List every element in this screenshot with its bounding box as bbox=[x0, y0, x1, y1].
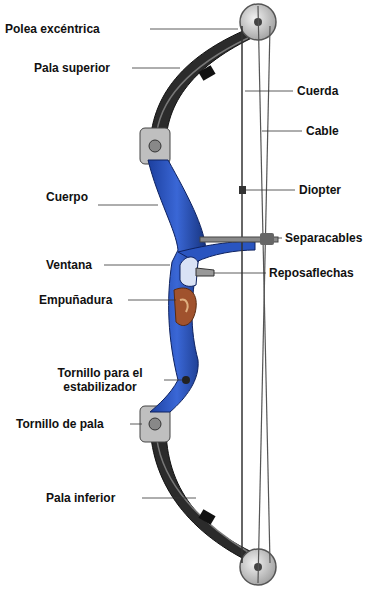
part-label: Diopter bbox=[298, 183, 342, 197]
part-label: Separacables bbox=[284, 231, 363, 245]
part-label: Pala superior bbox=[33, 61, 111, 75]
part-label: Pala inferior bbox=[45, 491, 116, 505]
part-label: Cuerda bbox=[296, 84, 339, 98]
part-label: Ventana bbox=[45, 258, 93, 272]
part-label: Tornillo de pala bbox=[15, 417, 105, 431]
part-label: Cuerpo bbox=[45, 190, 89, 204]
part-label: Reposaflechas bbox=[268, 266, 355, 280]
part-label: Cable bbox=[305, 124, 340, 138]
part-label: Empuñadura bbox=[38, 293, 113, 307]
part-label: Tornillo para el estabilizador bbox=[36, 366, 164, 394]
part-label: Polea excéntrica bbox=[4, 22, 101, 36]
leader-lines bbox=[98, 29, 302, 498]
